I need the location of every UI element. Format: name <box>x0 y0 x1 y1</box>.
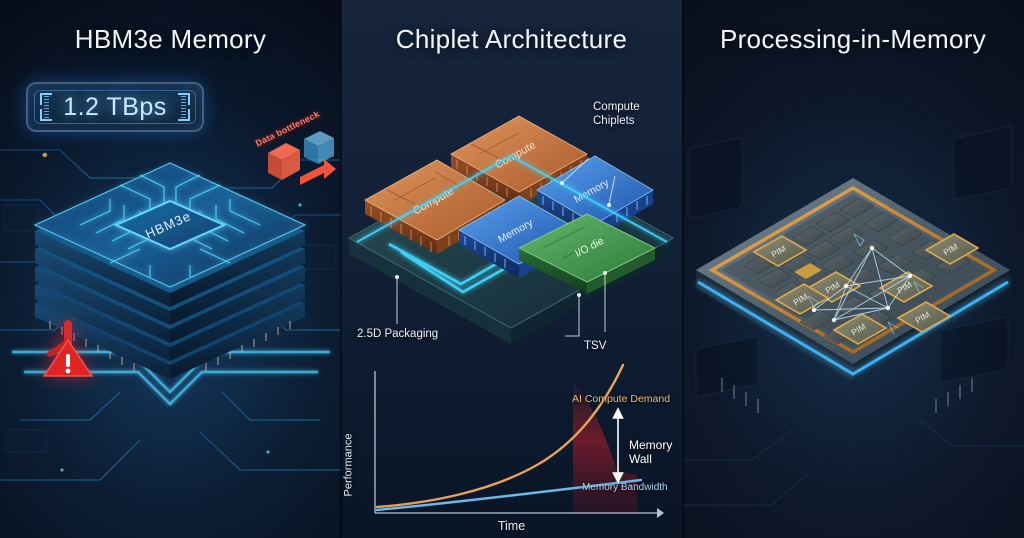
panel-title-pim: Processing-in-Memory <box>719 24 987 54</box>
panel-title-hbm3e: HBM3e Memory <box>74 24 267 54</box>
memory-wall-region <box>573 383 637 513</box>
hbm3e-stack-illustration: HBM3e <box>0 125 341 415</box>
panel-chiplet: Chiplet Architecture <box>341 0 682 538</box>
badge-corner-top-right <box>178 93 190 105</box>
badge-corner-bottom-right <box>178 109 190 121</box>
bottleneck-blocks <box>268 131 336 185</box>
bandwidth-value: 1.2 TBps <box>63 92 167 121</box>
circuit-board-background <box>0 149 341 481</box>
callout-compute-chiplets: Compute Chiplets <box>593 100 640 129</box>
neural-network-links <box>813 247 911 321</box>
chart-y-axis-label: Performance <box>342 433 355 497</box>
callout-compute-line2: Chiplets <box>593 115 635 128</box>
badge-tick-left <box>44 96 49 118</box>
panel-divider-2 <box>682 0 684 538</box>
warning-triangle-icon <box>42 320 94 377</box>
chart-annotation-memory-wall: Memory Wall <box>629 438 673 466</box>
badge-inner-frame <box>34 90 196 124</box>
chiplet-package-illustration: Compute <box>341 96 682 366</box>
panel-hbm3e: HBM3e Memory 1.2 TBps <box>0 0 341 538</box>
bandwidth-badge: 1.2 TBps <box>26 82 204 132</box>
series-memory-bandwidth <box>375 478 643 512</box>
memory-wall-chart: Performance Time AI Compute Demand Memor… <box>341 363 682 538</box>
series-ai-compute-demand <box>375 363 625 509</box>
memory-wall-arrow <box>612 407 624 484</box>
chart-legend-ai-compute: AI Compute Demand <box>572 393 671 405</box>
callout-tsv: TSV <box>584 340 607 352</box>
panel-pim: Processing-in-Memory <box>682 0 1024 538</box>
callout-compute-line1: Compute <box>593 101 640 113</box>
pcb-background-right <box>682 126 1024 506</box>
panel-divider-1 <box>340 0 342 538</box>
badge-tick-right <box>181 96 186 118</box>
badge-corner-top-left <box>40 93 52 105</box>
chart-legend-memory-bandwidth: Memory Bandwidth <box>582 482 668 493</box>
pim-tile-group: PIM PIM PIM PIM <box>752 233 980 345</box>
panel-title-chiplet: Chiplet Architecture <box>395 24 628 54</box>
chart-x-axis-label: Time <box>497 519 526 533</box>
badge-corner-bottom-left <box>40 109 52 121</box>
chart-svg <box>374 363 664 518</box>
pim-chip-illustration: PIM PIM PIM PIM <box>682 130 1024 430</box>
callout-25d-packaging: 2.5D Packaging <box>357 328 439 340</box>
